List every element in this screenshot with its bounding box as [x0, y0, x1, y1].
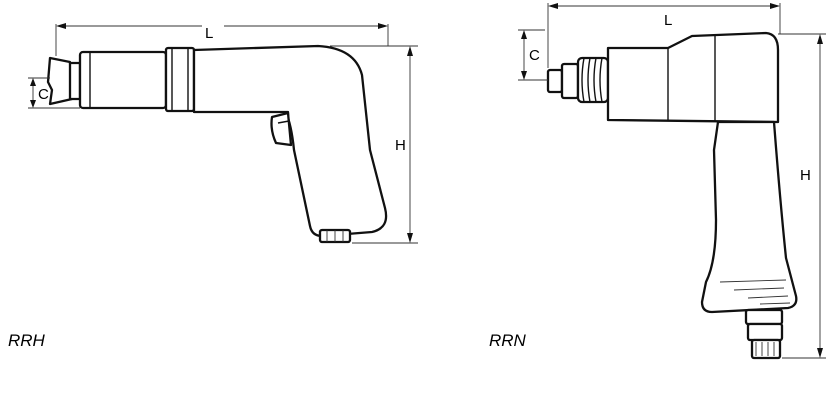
rrh-tool-drawing — [46, 44, 388, 244]
rrh-height-label: H — [395, 137, 406, 154]
rrn-dimension-height: H — [778, 33, 826, 359]
rrh-dimension-height: H — [330, 45, 418, 244]
rrn-model-caption: RRN — [489, 331, 527, 350]
rrh-length-label: L — [205, 25, 213, 42]
rrh-nozzle-label: C — [38, 86, 49, 103]
rrn-dimension-length: L — [547, 3, 781, 68]
rrn-tool-drawing — [546, 31, 798, 360]
rrh-model-caption: RRH — [8, 331, 46, 350]
rrh-dimension-length: L — [55, 23, 389, 56]
rrn-dimension-nozzle: C — [518, 29, 548, 81]
rrn-nozzle-label: C — [529, 47, 540, 64]
rrn-length-label: L — [664, 12, 672, 29]
rrn-height-label: H — [800, 167, 811, 184]
rrh-dimension-nozzle: C — [28, 77, 80, 109]
